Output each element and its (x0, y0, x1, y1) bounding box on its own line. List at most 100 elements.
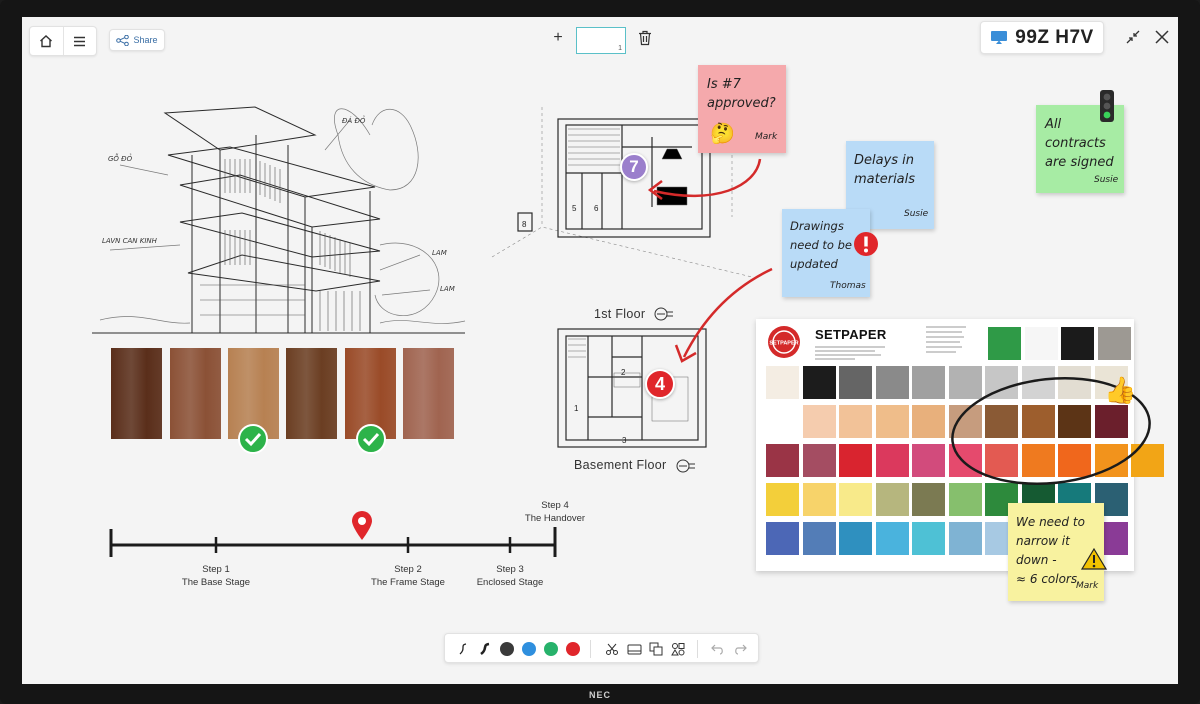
step-name: The Frame Stage (371, 577, 445, 588)
building-sketch[interactable]: GỖ ĐỎ ĐÁ ĐỎ LAVN CAN KINH LAM LAM (80, 95, 470, 335)
color-swatch[interactable] (802, 483, 836, 516)
basement-floor-label: Basement Floor (574, 458, 667, 472)
wood-swatch[interactable] (170, 348, 221, 439)
color-swatch[interactable] (1021, 405, 1055, 438)
color-palette-sheet[interactable]: SETPAPER SETPAPER (756, 319, 1164, 571)
logo-text: SETPAPER (769, 341, 798, 347)
page-thumbnail[interactable]: 1 (576, 27, 626, 54)
first-floor-label: 1st Floor (594, 307, 646, 321)
room-number: 5 (572, 204, 577, 213)
color-swatch[interactable] (875, 444, 909, 477)
home-icon[interactable] (30, 27, 63, 55)
menu-icon[interactable] (62, 27, 96, 55)
color-swatch[interactable] (985, 444, 1018, 477)
undo-icon[interactable] (708, 639, 728, 659)
pen-icon[interactable] (453, 639, 473, 659)
color-swatch[interactable] (912, 483, 945, 516)
wood-swatch[interactable] (228, 348, 279, 439)
color-swatch[interactable] (1058, 366, 1091, 399)
color-swatch[interactable] (875, 522, 909, 555)
whiteboard-canvas[interactable]: Share + 1 99Z H7V (22, 17, 1178, 684)
note-line: contracts (1045, 136, 1106, 151)
color-swatch[interactable] (802, 444, 836, 477)
color-blue[interactable] (519, 639, 539, 659)
color-green[interactable] (541, 639, 561, 659)
color-swatch[interactable] (1058, 405, 1091, 438)
color-swatch[interactable] (875, 405, 909, 438)
color-swatch[interactable] (1024, 327, 1058, 360)
color-dark[interactable] (497, 639, 517, 659)
alert-icon (854, 232, 878, 256)
marker-icon[interactable] (475, 639, 495, 659)
plus-icon[interactable]: + (553, 29, 563, 46)
location-pin-icon[interactable] (350, 511, 374, 541)
color-swatch[interactable] (912, 444, 945, 477)
sketch-label: GỖ ĐỎ (108, 153, 133, 163)
note-line: down - (1016, 553, 1057, 567)
eraser-icon[interactable] (624, 639, 644, 659)
sticky-narrow[interactable]: We need to narrow it down - ≈ 6 colors M… (1008, 503, 1104, 601)
note-line: Drawings (790, 219, 844, 233)
color-swatch[interactable] (948, 483, 982, 516)
note-author: Mark (1076, 581, 1099, 591)
color-swatch[interactable] (766, 444, 799, 477)
color-swatch[interactable] (1021, 444, 1055, 477)
color-swatch[interactable] (1061, 327, 1094, 360)
annotation-arrows (647, 158, 773, 363)
shapes-icon[interactable] (668, 639, 688, 659)
color-swatch[interactable] (912, 522, 945, 555)
marker-4[interactable]: 4 (645, 369, 675, 399)
note-author: Thomas (830, 281, 866, 291)
session-code-box[interactable]: 99Z H7V (980, 21, 1104, 54)
share-icon (116, 34, 130, 46)
palette-fine-print (815, 346, 885, 360)
redo-icon[interactable] (730, 639, 750, 659)
color-swatch[interactable] (988, 327, 1021, 360)
sticky-drawings[interactable]: Drawings need to be updated Thomas (782, 209, 870, 297)
color-swatch[interactable] (912, 405, 945, 438)
color-swatch[interactable] (839, 522, 872, 555)
wood-swatch[interactable] (286, 348, 337, 439)
wood-swatch[interactable] (403, 348, 454, 439)
copy-icon[interactable] (646, 639, 666, 659)
color-swatch[interactable] (802, 405, 836, 438)
checkmark-icon (356, 424, 386, 454)
sketch-label: LAM (440, 285, 455, 293)
sticky-approved[interactable]: Is #7 approved? 🤔 Mark (698, 65, 786, 153)
wood-swatch[interactable] (345, 348, 396, 439)
color-swatch[interactable] (985, 405, 1018, 438)
color-swatch[interactable] (912, 366, 945, 399)
color-red[interactable] (563, 639, 583, 659)
color-swatch[interactable] (766, 483, 799, 516)
color-swatch[interactable] (1094, 405, 1128, 438)
setpaper-logo: SETPAPER (768, 326, 800, 358)
trash-icon[interactable] (638, 30, 652, 51)
collapse-icon[interactable] (1123, 27, 1143, 47)
color-swatch[interactable] (839, 405, 872, 438)
scissors-icon[interactable] (602, 639, 622, 659)
color-swatch[interactable] (802, 366, 836, 399)
step-name: Enclosed Stage (476, 577, 544, 588)
color-swatch[interactable] (839, 483, 872, 516)
color-swatch[interactable] (766, 522, 799, 555)
color-swatch[interactable] (1097, 327, 1131, 360)
step-title: Step 3 (496, 564, 524, 575)
color-swatch[interactable] (766, 366, 799, 399)
color-swatch[interactable] (875, 483, 909, 516)
step-title: Step 4 (541, 500, 569, 511)
color-swatch[interactable] (948, 366, 982, 399)
color-swatch[interactable] (875, 366, 909, 399)
note-author: Susie (1094, 175, 1119, 185)
share-button[interactable]: Share (109, 29, 165, 51)
note-line: All (1045, 117, 1062, 132)
color-swatch[interactable] (802, 522, 836, 555)
color-swatch[interactable] (1058, 444, 1091, 477)
color-swatch[interactable] (839, 444, 872, 477)
color-swatch[interactable] (948, 522, 982, 555)
marker-7[interactable]: 7 (620, 153, 648, 181)
sticky-contracts[interactable]: All contracts are signed Susie (1036, 105, 1124, 193)
brand-logo: NEC (588, 690, 611, 700)
close-icon[interactable] (1152, 27, 1172, 47)
color-swatch[interactable] (839, 366, 872, 399)
wood-swatch[interactable] (111, 348, 162, 439)
